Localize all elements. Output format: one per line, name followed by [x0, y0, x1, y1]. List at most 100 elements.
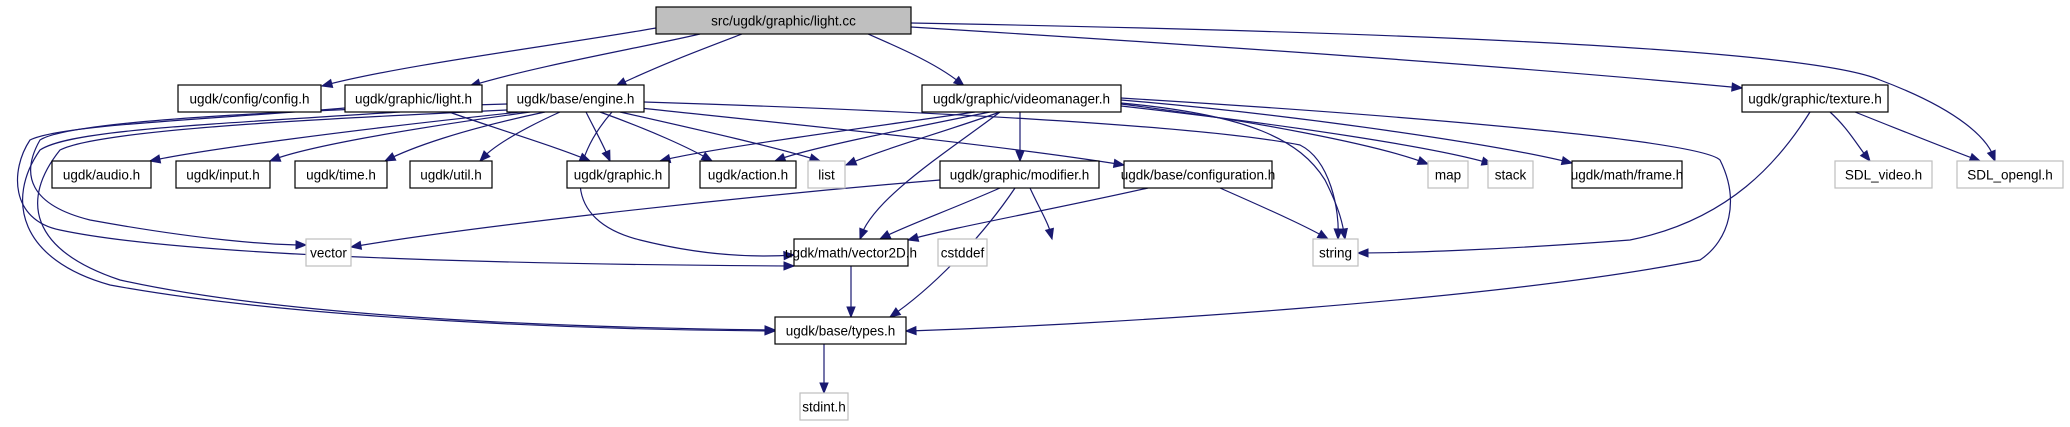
edge-arrowhead	[819, 382, 829, 395]
edge-line	[845, 111, 1001, 166]
node-time-h[interactable]: ugdk/time.h	[294, 160, 388, 189]
node-types-h[interactable]: ugdk/base/types.h	[774, 316, 907, 345]
node-label: ugdk/base/types.h	[786, 324, 896, 339]
node-util-h[interactable]: ugdk/util.h	[409, 160, 493, 189]
edge-engine-h-to-configuration-h	[639, 107, 1126, 169]
node-box	[799, 392, 849, 421]
edge-line	[1120, 102, 1346, 240]
edge-types-h-to-stdint-h	[819, 344, 829, 395]
edge-engine-h-to-audio-h	[148, 111, 521, 164]
edge-line	[1120, 105, 1493, 165]
edge-arrowhead	[1968, 152, 1982, 162]
node-box[interactable]	[793, 238, 909, 267]
edge-videomanager-h-to-modifier-h	[1015, 112, 1025, 163]
node-label: ugdk/graphic/videomanager.h	[933, 92, 1110, 107]
edge-arrowhead	[268, 152, 282, 162]
node-configuration-h[interactable]: ugdk/base/configuration.h	[1121, 160, 1276, 189]
edge-light-h-to-graphic-h	[448, 111, 592, 162]
edge-engine-h-to-vector	[30, 103, 508, 250]
node-box[interactable]	[921, 84, 1122, 113]
edge-engine-h-to-graphic-h	[585, 111, 611, 163]
node-texture-h[interactable]: ugdk/graphic/texture.h	[1741, 84, 1889, 113]
node-light-cc[interactable]: src/ugdk/graphic/light.cc	[655, 6, 912, 35]
node-light-h[interactable]: ugdk/graphic/light.h	[344, 84, 483, 113]
edge-arrowhead	[906, 232, 920, 242]
node-graphic-h[interactable]: ugdk/graphic.h	[566, 160, 670, 189]
edge-line	[269, 111, 531, 162]
node-engine-h[interactable]: ugdk/base/engine.h	[506, 84, 645, 113]
edge-line	[149, 111, 521, 162]
node-label: ugdk/action.h	[708, 168, 788, 183]
node-box[interactable]	[655, 6, 912, 35]
node-box[interactable]	[51, 160, 152, 189]
edges-layer	[16, 22, 1996, 395]
node-videomanager-h[interactable]: ugdk/graphic/videomanager.h	[921, 84, 1122, 113]
edge-configuration-h-to-string	[1219, 187, 1330, 240]
edge-arrowhead	[764, 325, 777, 335]
edge-arrowhead	[1112, 158, 1126, 169]
node-box[interactable]	[175, 160, 271, 189]
node-label: SDL_video.h	[1845, 168, 1922, 183]
edge-line	[16, 107, 795, 267]
edge-light-cc-to-engine-h	[614, 33, 743, 87]
node-box[interactable]	[344, 84, 483, 113]
edge-line	[907, 187, 1149, 241]
node-box[interactable]	[409, 160, 493, 189]
node-label: SDL_opengl.h	[1967, 168, 2053, 183]
node-box[interactable]	[506, 84, 645, 113]
node-list: list	[807, 160, 846, 189]
node-label: ugdk/util.h	[420, 168, 482, 183]
edge-line	[859, 111, 1001, 240]
edge-arrowhead	[1416, 155, 1430, 165]
edge-line	[1120, 103, 1429, 165]
edge-arrowhead	[601, 149, 611, 163]
edge-line	[384, 111, 546, 162]
edge-configuration-h-to-vector2d-h	[906, 187, 1149, 242]
node-box[interactable]	[1741, 84, 1889, 113]
node-box[interactable]	[939, 160, 1100, 189]
edge-engine-h-to-vector2d-h	[579, 111, 796, 261]
edge-line	[579, 111, 795, 257]
node-label: stdint.h	[802, 400, 846, 415]
edge-line	[21, 111, 776, 332]
edge-videomanager-h-to-string	[1120, 102, 1348, 241]
node-box[interactable]	[566, 160, 670, 189]
edge-arrowhead	[295, 240, 308, 250]
node-vector2d-h[interactable]: ugdk/math/vector2D.h	[785, 238, 917, 267]
edge-line	[659, 111, 976, 162]
node-modifier-h[interactable]: ugdk/graphic/modifier.h	[939, 160, 1100, 189]
edge-arrowhead	[1338, 227, 1348, 241]
node-box[interactable]	[699, 160, 797, 189]
edge-arrowhead	[1859, 149, 1871, 163]
node-action-h[interactable]: ugdk/action.h	[699, 160, 797, 189]
node-frame-h[interactable]: ugdk/math/frame.h	[1571, 160, 1684, 189]
node-label: vector	[310, 246, 347, 261]
edge-engine-h-to-action-h	[599, 111, 714, 162]
node-box[interactable]	[294, 160, 388, 189]
node-label: ugdk/graphic.h	[574, 168, 663, 183]
edge-light-h-to-vector2d-h	[16, 107, 796, 271]
edge-arrowhead	[1560, 155, 1574, 166]
node-label: ugdk/time.h	[306, 168, 376, 183]
node-box[interactable]	[774, 316, 907, 345]
node-box[interactable]	[1123, 160, 1273, 189]
edge-arrowhead	[1356, 248, 1369, 258]
edge-line	[30, 103, 508, 246]
edge-light-cc-to-config-h	[320, 27, 657, 88]
edge-vector2d-h-to-types-h	[846, 266, 856, 319]
node-config-h[interactable]: ugdk/config/config.h	[177, 84, 322, 113]
edge-arrowhead	[383, 152, 397, 162]
node-label: ugdk/graphic/modifier.h	[950, 168, 1090, 183]
edge-line	[448, 111, 591, 162]
node-stdint-h: stdint.h	[799, 392, 849, 421]
edge-arrowhead	[878, 230, 892, 240]
node-box[interactable]	[1571, 160, 1683, 189]
node-label: string	[1319, 246, 1352, 261]
node-label: ugdk/input.h	[186, 168, 260, 183]
node-box[interactable]	[177, 84, 322, 113]
edge-modifier-h-to-cstddef	[1029, 187, 1054, 241]
edge-texture-h-to-sdl-video-h	[1829, 111, 1871, 163]
node-input-h[interactable]: ugdk/input.h	[175, 160, 271, 189]
node-label: cstddef	[941, 246, 985, 261]
node-audio-h[interactable]: ugdk/audio.h	[51, 160, 152, 189]
